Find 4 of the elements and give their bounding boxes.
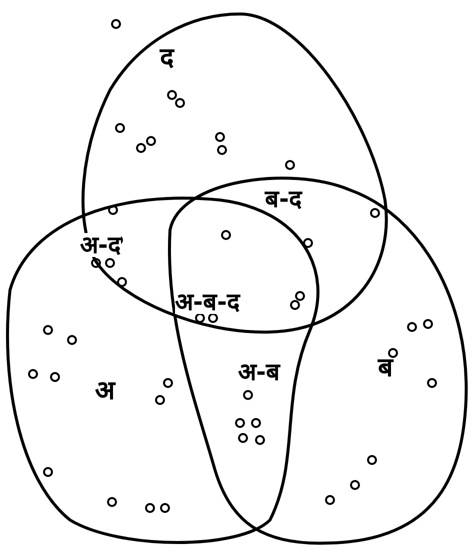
set-label: ब: [378, 355, 393, 381]
region-label: अ-द: [80, 233, 121, 257]
set-label: द: [160, 45, 174, 71]
set-label: अ: [95, 378, 115, 404]
